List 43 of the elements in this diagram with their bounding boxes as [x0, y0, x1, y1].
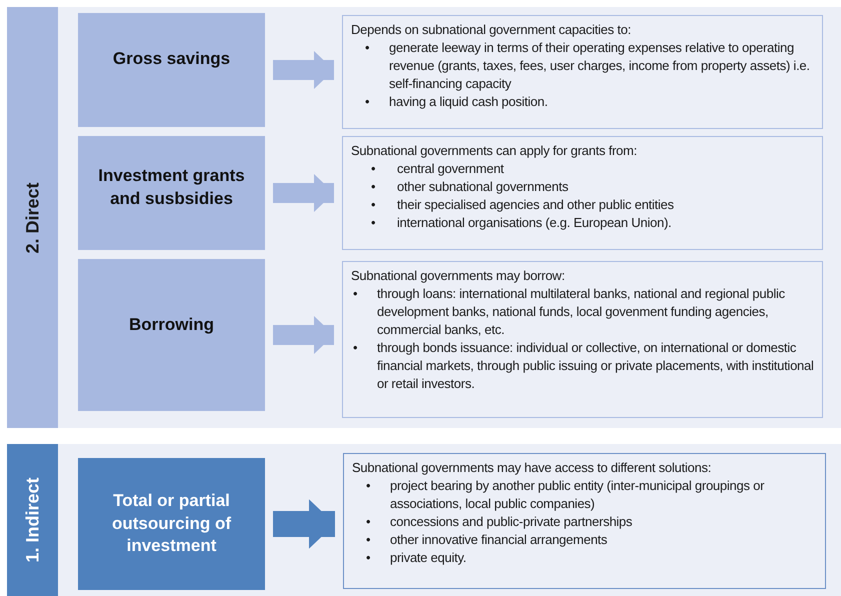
- description-intro: Subnational governments can apply for grants from:: [351, 142, 638, 160]
- category-box: Borrowing: [78, 259, 265, 411]
- bullet-text: having a liquid cash position.: [389, 94, 548, 109]
- section-panel: [7, 7, 841, 428]
- description-box: [342, 261, 823, 418]
- category-box: Gross savings: [78, 13, 265, 127]
- description-box: [343, 453, 826, 589]
- bullet-marker: •: [365, 92, 370, 111]
- bullet-text: through loans: international multilateral banks, national and regional public development banks, national funds, local govenment funding agencies, commercial banks, etc.: [377, 286, 785, 337]
- section-label: 1. Indirect: [22, 477, 43, 563]
- bullet-marker: •: [366, 548, 370, 567]
- bullet-marker: •: [371, 196, 376, 214]
- category-box: Investment grants and susbsidies: [78, 136, 265, 250]
- bullet-marker: •: [371, 214, 376, 232]
- bullet-text: international organisations (e.g. European Union).: [397, 214, 672, 230]
- description-intro: Subnational governments may borrow:: [351, 267, 566, 285]
- bullet-text: project bearing by another public entity (inter-municipal groupings or associations, local public companies): [390, 478, 764, 511]
- category-box: Total or partial outsourcing of investment: [78, 458, 265, 590]
- bullet-text: their specialised agencies and other public entities: [397, 196, 674, 212]
- bullet-text: concessions and public-private partnerships: [390, 514, 632, 529]
- bullet-text: other subnational governments: [397, 178, 568, 194]
- block-arrow: [273, 174, 334, 212]
- block-arrow: [273, 316, 334, 354]
- bullet-marker: •: [371, 160, 376, 178]
- block-arrow: [273, 499, 335, 549]
- section-panel: [7, 444, 841, 596]
- bullet-text: private equity.: [390, 550, 466, 565]
- bullet-marker: •: [366, 476, 370, 495]
- bullet-marker: •: [353, 338, 358, 357]
- bullet-text: other innovative financial arrangements: [390, 532, 608, 547]
- bullet-marker: •: [365, 38, 370, 57]
- block-arrow: [273, 51, 334, 89]
- description-intro: Depends on subnational government capacities to:: [351, 21, 632, 39]
- bullet-marker: •: [366, 530, 370, 549]
- bullet-marker: •: [371, 178, 376, 196]
- bullet-text: through bonds issuance: individual or collective, on international or domestic financial markets, through public issuing or private placements, with institutional or retail investors.: [377, 340, 814, 391]
- description-intro: Subnational governments may have access to different solutions:: [352, 459, 712, 477]
- description-box: [342, 15, 823, 129]
- description-box: [342, 136, 823, 250]
- section-label: 2. Direct: [22, 182, 43, 254]
- bullet-marker: •: [353, 284, 358, 303]
- bullet-text: central government: [397, 160, 504, 176]
- bullet-marker: •: [366, 512, 370, 531]
